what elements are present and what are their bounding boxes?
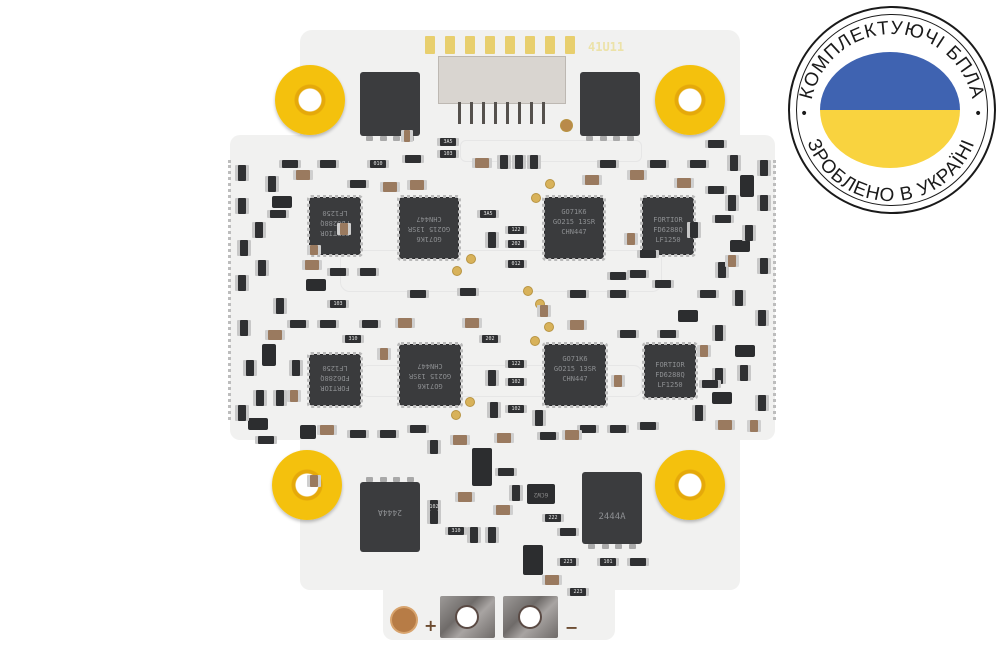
transistor-sot bbox=[523, 545, 543, 575]
left-edge-castellations bbox=[228, 160, 234, 420]
mounting-spacer-top-right bbox=[655, 65, 725, 135]
test-pad bbox=[466, 398, 474, 406]
mounting-spacer-bottom-right bbox=[655, 450, 725, 520]
transistor-sot bbox=[678, 310, 698, 322]
transistor-sot bbox=[735, 345, 755, 357]
right-edge-castellations bbox=[773, 160, 779, 420]
badge-separator-left: • bbox=[800, 106, 808, 122]
mosfet-bottom-left: 2444A bbox=[360, 477, 420, 552]
test-pad bbox=[546, 180, 554, 188]
mcu-chip: GO71K6 GO215 13SR CHN447 bbox=[542, 342, 608, 408]
transistor-sot bbox=[262, 344, 276, 366]
battery-pad-negative-hole bbox=[520, 607, 540, 627]
mounting-spacer-top-left bbox=[275, 65, 345, 135]
regulator-ic bbox=[472, 448, 492, 486]
badge-outer-ring bbox=[788, 6, 996, 214]
silkscreen-code: 41U11 bbox=[588, 40, 625, 54]
test-pad bbox=[467, 255, 475, 263]
gate-driver-chip: LF1250 FD6288Q FORTIOR bbox=[307, 195, 363, 257]
mcu-chip: CHN447 GO215 13SR GO71K6 bbox=[397, 342, 463, 408]
badge-text-ring: КОМПЛЕКТУЮЧІ БПЛА ЗРОБЛЕНО В УКРАЇНІ • • bbox=[796, 18, 988, 206]
mosfet-bottom-right: 2444A bbox=[582, 472, 642, 549]
transistor-sot bbox=[300, 425, 316, 439]
battery-pad-positive-hole bbox=[457, 607, 477, 627]
mosfet-top-left bbox=[360, 72, 420, 141]
polarity-plus-label: + bbox=[424, 616, 438, 635]
gate-driver-chip: FORTIOR FD6288Q LF1250 bbox=[642, 342, 698, 400]
mosfet-top-right bbox=[580, 72, 640, 141]
badge-bottom-text: ЗРОБЛЕНО В УКРАЇНІ bbox=[803, 136, 980, 206]
badge-separator-right: • bbox=[974, 106, 982, 122]
badge-inner-ring bbox=[796, 14, 988, 206]
transistor-sot bbox=[730, 240, 750, 252]
fpc-connector bbox=[438, 56, 566, 104]
transistor-sot bbox=[248, 418, 268, 430]
mounting-spacer-bottom-left bbox=[272, 450, 342, 520]
transistor-sot bbox=[712, 392, 732, 404]
polarity-minus-label: − bbox=[565, 618, 579, 637]
mcu-chip: GO71K6 GO215 13SR CHN447 bbox=[542, 195, 606, 261]
test-pad bbox=[532, 194, 540, 202]
test-pad bbox=[536, 300, 544, 308]
board-power-tab bbox=[383, 560, 615, 640]
pcb-trace bbox=[340, 250, 662, 292]
test-pad bbox=[545, 323, 553, 331]
test-pad bbox=[524, 287, 532, 295]
gate-driver-chip: LF1250 FD6288Q FORTIOR bbox=[307, 352, 363, 408]
pcb-trace bbox=[460, 140, 642, 162]
badge-top-text: КОМПЛЕКТУЮЧІ БПЛА bbox=[796, 18, 988, 102]
test-pad bbox=[452, 411, 460, 419]
gate-driver-chip: FORTIOR FD6288Q LF1250 bbox=[640, 195, 696, 257]
test-pad bbox=[531, 337, 539, 345]
transistor-sot bbox=[740, 175, 754, 197]
transistor-sot bbox=[272, 196, 292, 208]
test-pad bbox=[453, 267, 461, 275]
via-pad bbox=[561, 120, 572, 131]
mcu-chip: CHN447 GO215 13SR GO71K6 bbox=[397, 195, 461, 261]
transistor-sot bbox=[306, 279, 326, 291]
voltage-regulator-sot: 6CW2 bbox=[527, 484, 555, 504]
via-pad-large bbox=[392, 608, 416, 632]
